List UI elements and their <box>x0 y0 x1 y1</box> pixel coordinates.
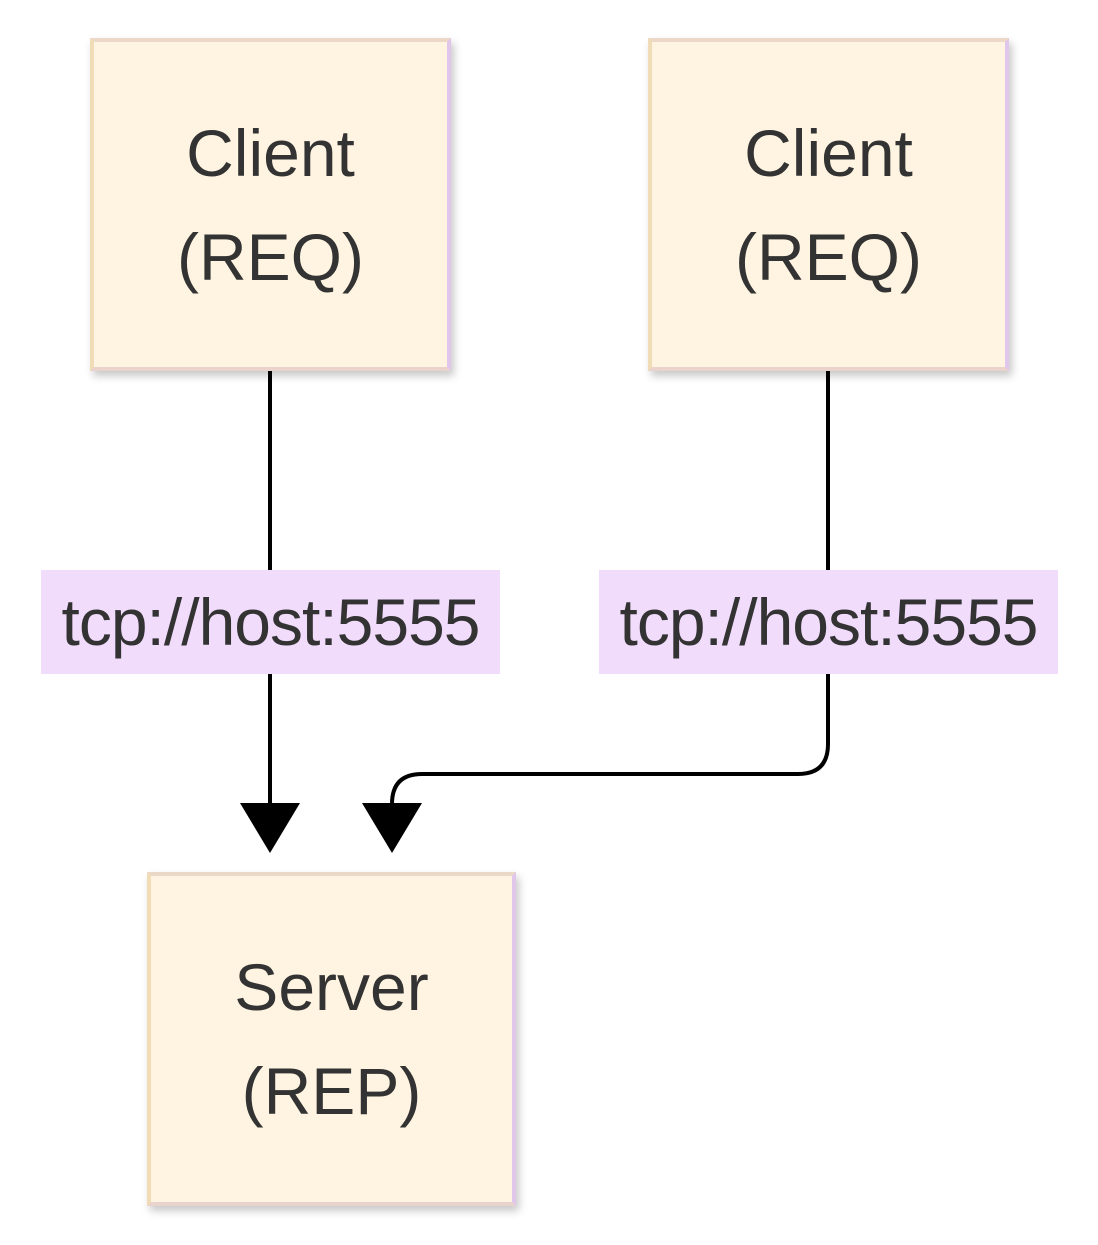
edge-right-arrowhead <box>362 803 422 853</box>
edge-left-label: tcp://host:5555 <box>41 570 500 674</box>
client-node-right[interactable]: Client (REQ) <box>648 38 1009 371</box>
client-node-left-socket: (REQ) <box>177 219 364 294</box>
client-node-left[interactable]: Client (REQ) <box>90 38 451 371</box>
server-node[interactable]: Server (REP) <box>147 872 516 1206</box>
server-node-socket: (REP) <box>241 1054 422 1128</box>
client-node-right-socket: (REQ) <box>735 219 922 294</box>
edge-left-arrowhead <box>240 803 300 853</box>
client-node-left-title: Client <box>186 115 355 190</box>
edge-right-line <box>390 370 830 810</box>
server-node-title: Server <box>234 950 429 1024</box>
edge-right-label: tcp://host:5555 <box>599 570 1058 674</box>
client-node-right-title: Client <box>744 115 913 190</box>
